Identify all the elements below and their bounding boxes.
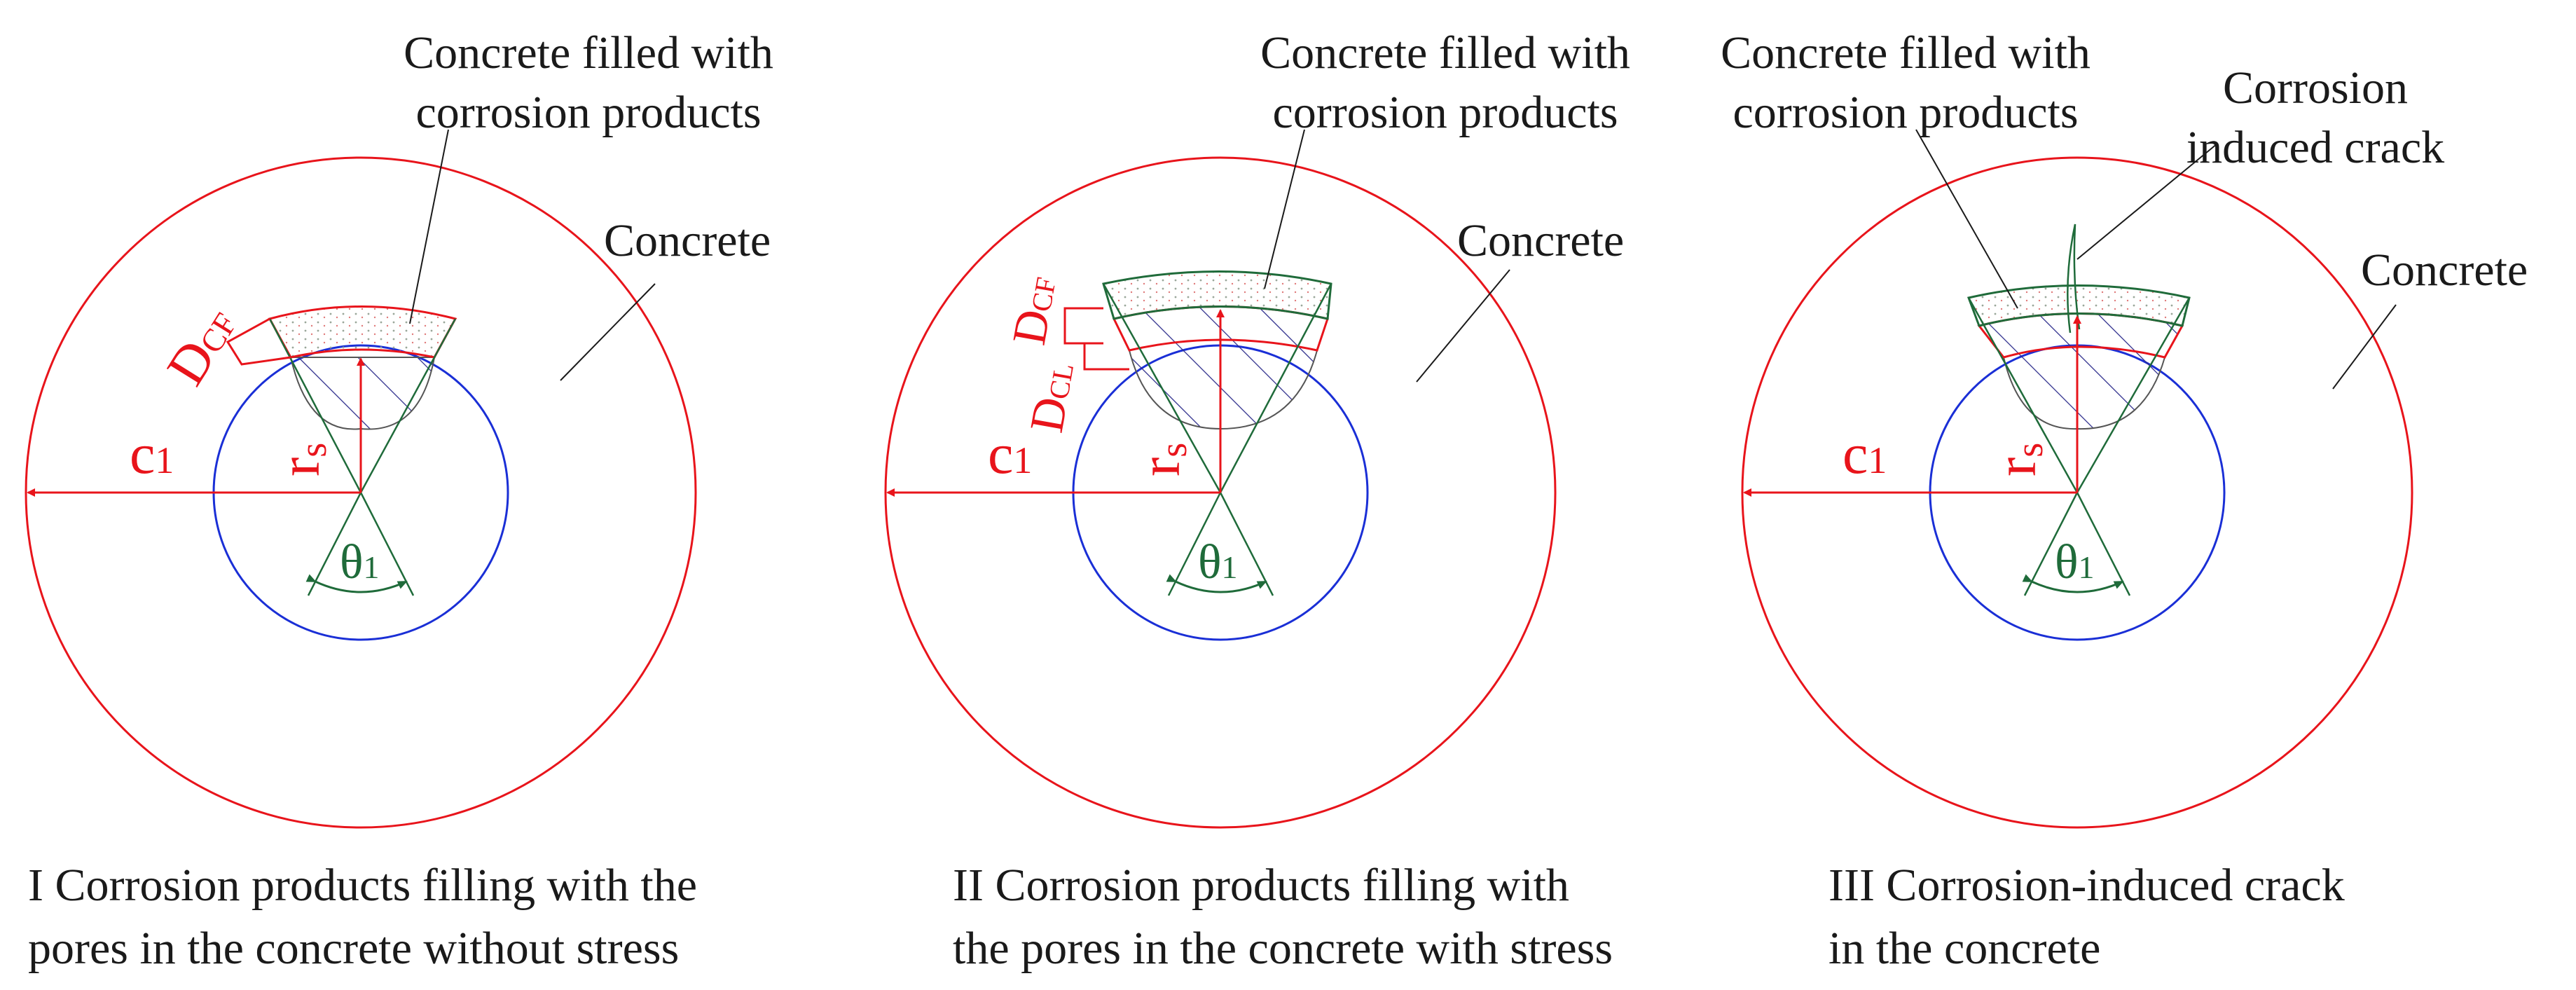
sector-ray [2076, 297, 2191, 493]
rs-label: rs [268, 443, 334, 476]
filled-label-line2: corrosion products [415, 87, 761, 138]
panel-3: Concrete filled with corrosion products … [1721, 27, 2528, 974]
panel-1: Concrete filled with corrosion products … [25, 27, 773, 974]
caption-line2: pores in the concrete without stress [28, 923, 679, 974]
sector-ray [359, 318, 457, 493]
dcf-label: DCF [155, 296, 248, 395]
filled-label-line1: Concrete filled with [1260, 27, 1630, 78]
filled-band [268, 305, 457, 359]
concrete-label: Concrete [604, 215, 771, 266]
dcl-bracket [1083, 343, 1129, 371]
corrosion-zone [1128, 339, 1318, 430]
leader-concrete [1416, 269, 1510, 383]
corrosion-zone [2002, 346, 2166, 430]
theta-arc [305, 574, 408, 593]
corrosion-zone [289, 357, 436, 430]
concrete-label: Concrete [1457, 215, 1624, 266]
caption-line1: I Corrosion products filling with the [28, 860, 697, 911]
filled-label-line2: corrosion products [1272, 87, 1618, 138]
leader-concrete [560, 283, 656, 381]
leader-crack [2076, 143, 2218, 260]
filled-band [1102, 270, 1332, 320]
filled-band [1967, 284, 2191, 327]
rs-label: rs [1128, 443, 1194, 476]
leader-filled [1264, 129, 1305, 289]
caption-line1: III Corrosion-induced crack [1828, 860, 2345, 911]
leader-concrete [2332, 304, 2397, 390]
crack-line [2067, 224, 2081, 334]
sector-ray [268, 318, 362, 493]
caption-line2: in the concrete [1828, 923, 2100, 974]
theta-arc [1166, 574, 1267, 593]
concrete-circle [1741, 156, 2413, 829]
filled-label-line1: Concrete filled with [1721, 27, 2091, 78]
c1-label: c1 [1843, 422, 1887, 486]
dcf-label: DCF [1002, 272, 1066, 349]
concrete-circle [884, 156, 1557, 829]
dcl-label: DCL [1019, 358, 1084, 436]
concrete-label: Concrete [2361, 245, 2528, 296]
concrete-circle [25, 156, 697, 829]
crack-label-line1: Corrosion [2223, 62, 2408, 114]
panel-2: Concrete filled with corrosion products … [884, 27, 1630, 974]
filled-label-line1: Concrete filled with [404, 27, 773, 78]
rs-label: rs [1984, 443, 2051, 476]
c1-label: c1 [988, 422, 1032, 486]
sector-ray [1967, 297, 2079, 493]
caption-line2: the pores in the concrete with stress [953, 923, 1613, 974]
sector-ray [1102, 283, 1222, 493]
caption-line1: II Corrosion products filling with [953, 860, 1569, 911]
leader-filled [1915, 129, 2018, 309]
leader-filled [409, 129, 449, 324]
theta-arc [2022, 574, 2124, 593]
dcf-bracket [226, 317, 291, 366]
sector-ray [1219, 283, 1332, 493]
theta-label: θ1 [340, 535, 380, 589]
theta-label: θ1 [2055, 535, 2095, 589]
dcf-bracket [1063, 307, 1103, 345]
c1-label: c1 [130, 422, 174, 486]
theta-label: θ1 [1198, 535, 1238, 589]
crack-label-line2: induced crack [2186, 122, 2444, 173]
filled-label-line2: corrosion products [1733, 87, 2078, 138]
